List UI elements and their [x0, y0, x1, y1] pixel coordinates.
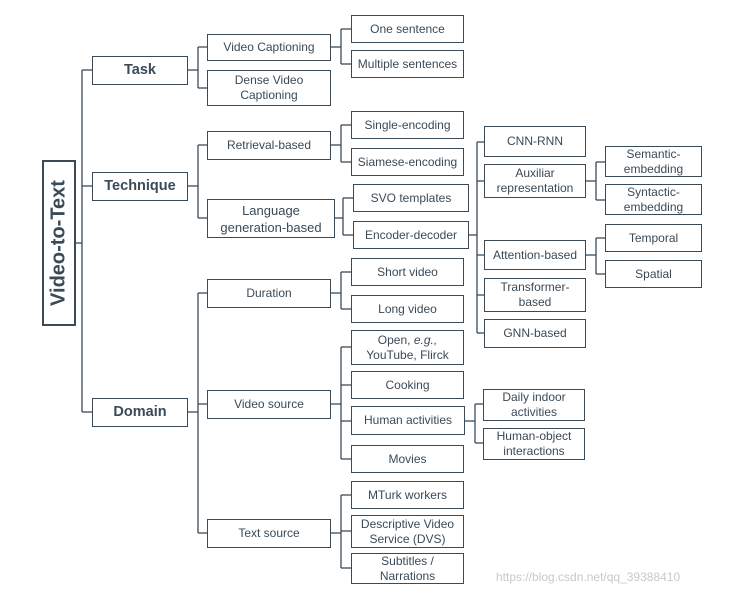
- node-semantic-embedding: Semantic- embedding: [605, 146, 702, 177]
- node-video-captioning: Video Captioning: [207, 34, 331, 61]
- node-syntactic-embedding: Syntactic- embedding: [605, 184, 702, 215]
- node-multiple-sentences: Multiple sentences: [351, 50, 464, 78]
- category-technique: Technique: [92, 172, 188, 201]
- node-subtitles-narrations: Subtitles / Narrations: [351, 553, 464, 584]
- node-temporal: Temporal: [605, 224, 702, 252]
- node-transformer-based: Transformer- based: [484, 278, 586, 312]
- node-cooking: Cooking: [351, 371, 464, 399]
- node-open: Open, e.g., YouTube, Flirck: [351, 330, 464, 365]
- node-gnn-based: GNN-based: [484, 319, 586, 348]
- node-one-sentence: One sentence: [351, 15, 464, 43]
- node-text-source: Text source: [207, 519, 331, 548]
- node-retrieval-based: Retrieval-based: [207, 131, 331, 160]
- node-encoder-decoder: Encoder-decoder: [353, 221, 469, 249]
- node-svo-templates: SVO templates: [353, 184, 469, 212]
- node-attention-based: Attention-based: [484, 240, 586, 270]
- category-domain: Domain: [92, 398, 188, 427]
- node-cnn-rnn: CNN-RNN: [484, 126, 586, 157]
- root-video-to-text: Video-to-Text: [42, 160, 76, 326]
- node-human-activities: Human activities: [351, 406, 465, 435]
- node-single-encoding: Single-encoding: [351, 111, 464, 139]
- open-suffix: YouTube, Flirck: [366, 347, 449, 362]
- node-video-source: Video source: [207, 390, 331, 419]
- node-long-video: Long video: [351, 295, 464, 323]
- node-duration: Duration: [207, 279, 331, 308]
- node-mturk-workers: MTurk workers: [351, 481, 464, 509]
- open-eg: e.g.,: [413, 332, 438, 347]
- node-language-generation-based: Language generation-based: [207, 199, 335, 238]
- node-descriptive-video-service: Descriptive Video Service (DVS): [351, 515, 464, 548]
- category-task: Task: [92, 56, 188, 85]
- watermark: https://blog.csdn.net/qq_39388410: [496, 570, 681, 584]
- node-daily-indoor-activities: Daily indoor activities: [483, 389, 585, 421]
- root-label: Video-to-Text: [47, 180, 70, 306]
- node-dense-video-captioning: Dense Video Captioning: [207, 70, 331, 106]
- node-human-object-interactions: Human-object interactions: [483, 428, 585, 460]
- node-movies: Movies: [351, 445, 464, 473]
- open-prefix: Open,: [377, 332, 414, 347]
- node-auxiliar-representation: Auxiliar representation: [484, 164, 586, 198]
- node-short-video: Short video: [351, 258, 464, 286]
- node-siamese-encoding: Siamese-encoding: [351, 148, 464, 176]
- node-spatial: Spatial: [605, 260, 702, 288]
